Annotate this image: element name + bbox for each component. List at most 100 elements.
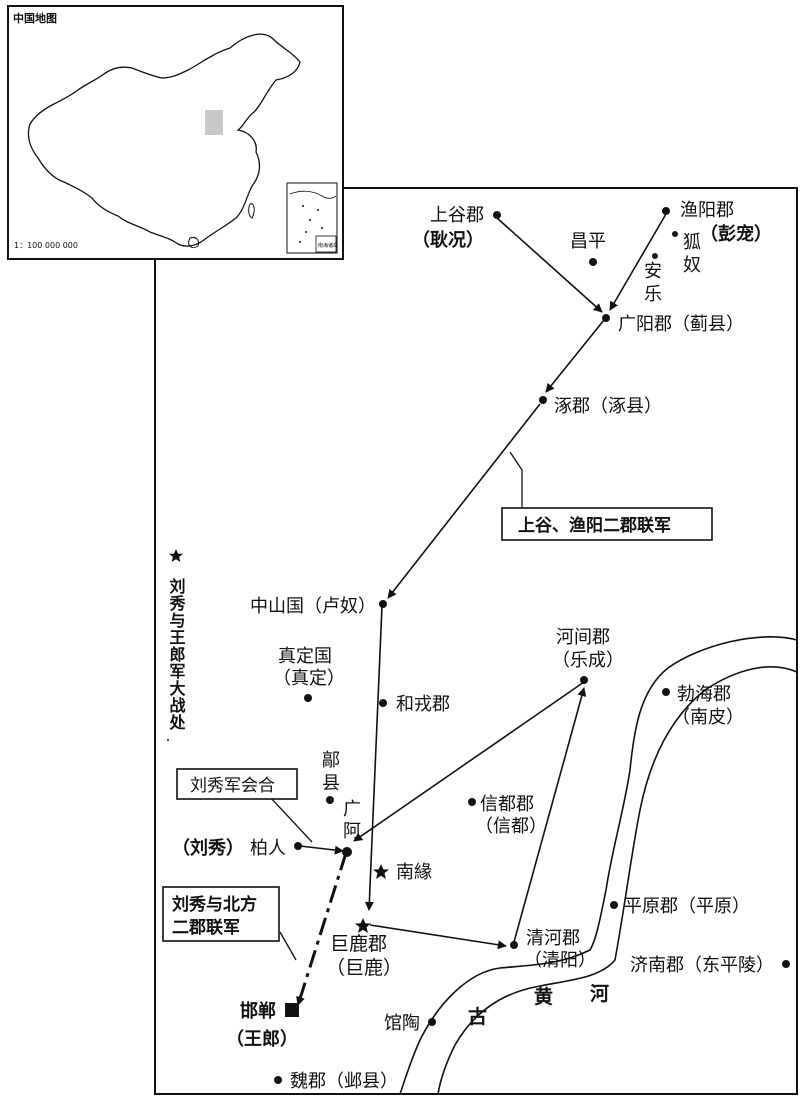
battle-star-nanluan [373, 864, 389, 879]
route-julu-qinghe [369, 924, 507, 950]
dot-pingyuan [610, 901, 618, 909]
dot-qinghe [510, 941, 518, 949]
liu-xiu-meet-label: 刘秀军会合 [190, 776, 275, 796]
label-wei: 魏郡（邺县） [290, 1071, 398, 1092]
route-bairen-guange [299, 845, 344, 855]
label-qinghe-1: 清河郡 [526, 928, 580, 949]
river-char-2: 黄 [534, 985, 553, 1008]
dot-zhongshan [379, 600, 387, 608]
dot-guantao [428, 1018, 436, 1026]
south-sea-label-box [315, 235, 337, 253]
south-sea-coast [289, 190, 337, 199]
label-pingyuan: 平原郡（平原） [624, 896, 750, 917]
label-hunu-2: 奴 [683, 255, 701, 276]
dot-wei [274, 1076, 282, 1084]
label-xindu-1: 信都郡 [480, 794, 534, 815]
label-zhending-2: （真定） [273, 668, 345, 689]
dot-jinan [782, 960, 790, 968]
label-jinan: 济南郡（东平陵） [630, 955, 774, 976]
dot-xindu [468, 798, 476, 806]
dot-yuyang [662, 207, 670, 215]
label-xindu-2: （信都） [475, 816, 547, 837]
highlight-region [205, 110, 223, 135]
label-julu-1: 巨鹿郡 [330, 933, 387, 955]
china-outline [27, 33, 301, 247]
label-qinghe-2: （清阳） [524, 950, 596, 971]
label-yuyang: 渔阳郡 [680, 200, 734, 221]
liu-xiu-north-box [162, 886, 280, 942]
route-hejian-guange [353, 681, 585, 842]
label-nanluan: 南緣 [396, 862, 432, 883]
route-zhongshan-julu [364, 605, 383, 911]
route-yuyang-guangyang [609, 213, 667, 311]
main-map-frame [154, 187, 798, 1095]
south-sea-label: 南海诸岛 [318, 242, 338, 249]
label-herong: 和戎郡 [396, 694, 450, 715]
dot-herong [379, 699, 387, 707]
label-handan: 邯郸 [240, 1000, 276, 1022]
label-julu-2: （巨鹿） [326, 957, 402, 979]
city-dots [274, 207, 790, 1084]
label-shanggu: 上谷郡 [430, 205, 484, 226]
label-handan-general: （王郎） [226, 1028, 298, 1050]
label-hao-2: 县 [322, 773, 340, 794]
label-anle-1: 安 [644, 261, 662, 282]
liu-xiu-north-line1: 刘秀与北方 [172, 894, 257, 915]
dot-bohai [662, 688, 670, 696]
dot-hao [326, 796, 334, 804]
route-guange-handan [296, 852, 348, 1006]
river-char-3: 河 [590, 983, 609, 1005]
dot-guange [342, 847, 352, 857]
label-bairen: 柏人 [250, 838, 286, 859]
label-guantao: 馆陶 [384, 1013, 420, 1034]
label-shanggu-general: （耿况） [412, 230, 484, 251]
label-guange-1: 广 [343, 799, 361, 820]
label-guange-2: 阿 [343, 821, 361, 842]
label-hejian-2: （乐成） [552, 650, 624, 671]
label-zhending-1: 真定国 [278, 646, 332, 667]
legend-dot [167, 739, 169, 741]
allied-army-label: 上谷、渔阳二郡联军 [518, 515, 671, 536]
label-hao-1: 鄗 [322, 750, 340, 771]
battle-star-julu [355, 918, 371, 933]
dot-zhending [304, 694, 312, 702]
dot-shanggu [493, 211, 501, 219]
label-hejian-1: 河间郡 [556, 627, 610, 648]
allied-army-box [501, 507, 713, 541]
label-guangyang: 广阳郡（蓟县） [618, 314, 744, 335]
route-guangyang-zhuo [545, 319, 605, 393]
route-zhuo-zhongshan [387, 403, 541, 599]
inset-scale: 1：100 000 000 [14, 241, 78, 250]
dot-zhuo [539, 396, 547, 404]
label-yuyang-general: （彭宠） [700, 223, 772, 245]
yellow-river-north-bank [399, 636, 798, 1095]
hainan-island [188, 237, 199, 249]
liu-xiu-meet-box [176, 768, 298, 800]
dot-hejian [580, 676, 588, 684]
route-qinghe-hejian [513, 687, 587, 943]
dot-guangyang [602, 314, 610, 322]
routes [296, 213, 667, 1006]
route-shanggu-guangyang [496, 217, 603, 313]
label-zhuo: 涿郡（涿县） [554, 396, 662, 417]
dot-changping [589, 258, 597, 266]
label-zhongshan: 中山国（卢奴） [250, 596, 376, 617]
liu-xiu-north-line2: 二郡联军 [172, 918, 240, 938]
dot-hunu [672, 231, 678, 237]
legend-star-icon [169, 549, 183, 562]
label-bohai-2: （南皮） [672, 707, 744, 728]
taiwan-island [248, 203, 255, 219]
dot-anle [652, 253, 658, 259]
inset-title: 中国地图 [13, 11, 57, 25]
yellow-river-south-bank [437, 666, 798, 1095]
label-hunu-1: 狐 [683, 232, 701, 253]
dot-bairen [294, 842, 302, 850]
capital-square-handan [285, 1003, 299, 1017]
label-bohai-1: 勃海郡 [677, 684, 731, 705]
label-bairen-name: （刘秀） [172, 837, 244, 859]
south-sea-islands [299, 205, 323, 243]
label-changping: 昌平 [570, 231, 606, 252]
label-anle-2: 乐 [644, 284, 662, 305]
river-char-1: 古 [468, 1005, 487, 1028]
